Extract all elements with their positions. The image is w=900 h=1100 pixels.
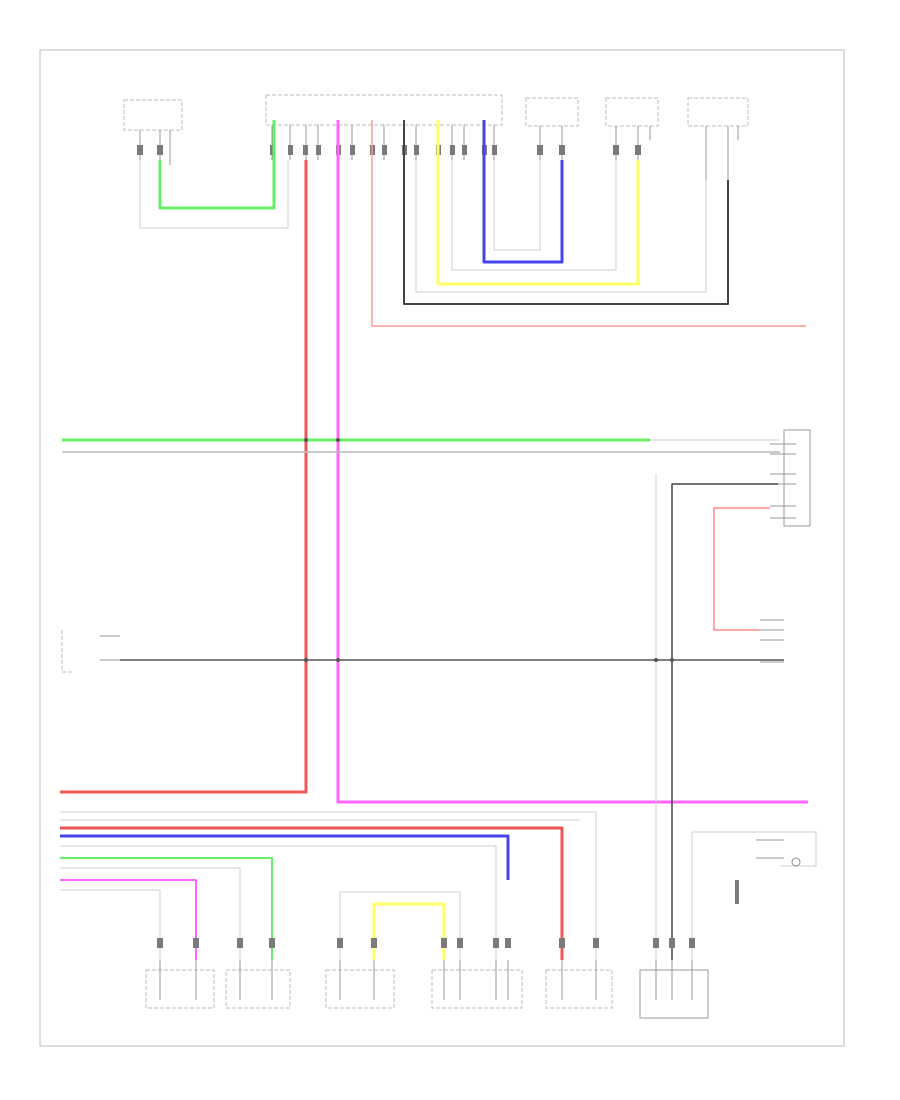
wire-yellow-bottom: [372, 902, 446, 960]
wire-light-red-right: [713, 507, 770, 631]
wire-blue-top: [482, 120, 564, 264]
wire-red-long: [60, 160, 308, 794]
bottom-module-5: [545, 938, 613, 1009]
wire-gray-lamp: [691, 831, 817, 960]
diagram-frame: [39, 49, 845, 1047]
wire-gray-bus-5: [60, 889, 161, 960]
wire-green-bus: [60, 857, 273, 960]
top-right-connector-1: [525, 97, 579, 160]
wire-junction-dots: [304, 438, 674, 662]
bottom-module-1: [145, 938, 215, 1009]
wire-gray-top: [139, 160, 289, 229]
bottom-module-2: [225, 938, 291, 1009]
wire-pink-long: [336, 120, 808, 804]
wire-black-right: [671, 483, 778, 960]
bottom-module-3: [325, 938, 395, 1009]
wire-pink-bus: [60, 879, 197, 960]
right-lamp: [735, 839, 801, 904]
top-left-sensor: [123, 99, 183, 165]
right-junction: [770, 429, 811, 527]
wire-gray-mid: [451, 160, 617, 271]
top-right-connector-3: [687, 97, 749, 180]
wire-gray-bus-1: [60, 811, 597, 960]
wire-yellow-top: [436, 120, 640, 286]
wire-gray-bus-3: [60, 845, 497, 960]
wire-red-bus: [60, 826, 564, 960]
wire-green-top: [158, 120, 276, 210]
right-lower-connector: [760, 619, 784, 663]
wire-light-red: [371, 120, 806, 327]
wire-gray-mid-2: [415, 160, 707, 293]
wire-blue-bus: [60, 834, 510, 880]
wire-gray-top-right: [493, 160, 541, 251]
wire-black-top: [403, 120, 729, 305]
wire-gray-bottom-loop: [339, 891, 461, 960]
left-switch: [61, 630, 120, 673]
bottom-module-6: [639, 938, 709, 1019]
top-right-connector-2: [605, 97, 659, 160]
bottom-module-4: [431, 938, 523, 1009]
wire-gray-bus-4: [60, 867, 241, 960]
central-connector: [265, 94, 503, 160]
